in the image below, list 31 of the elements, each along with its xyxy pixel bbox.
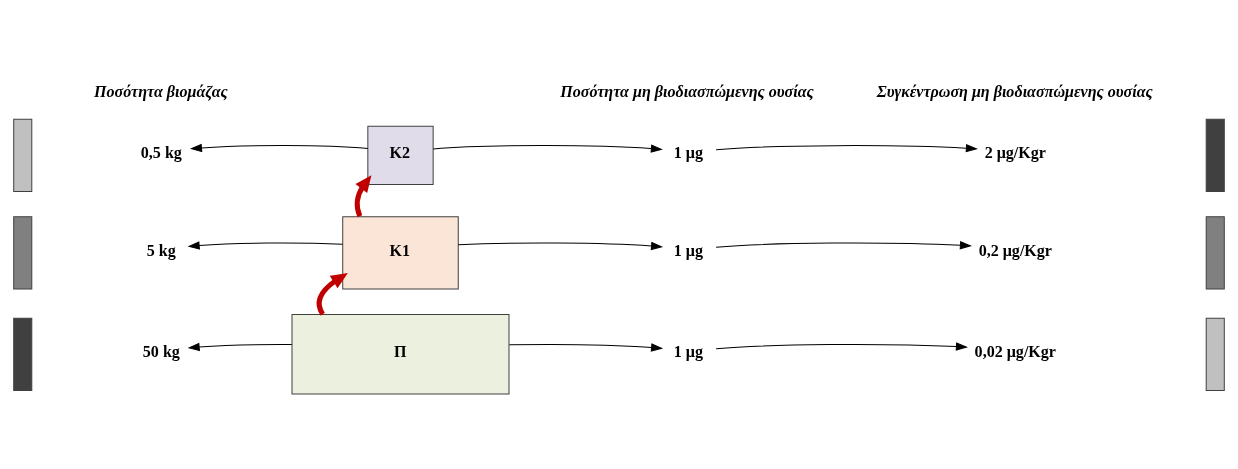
node-bar bbox=[1205, 317, 1225, 391]
node-box: K1 bbox=[342, 215, 459, 289]
arrow bbox=[190, 143, 369, 152]
node-text: 2 μg/Kgr bbox=[984, 143, 1046, 161]
arrow bbox=[715, 342, 967, 351]
node-bar bbox=[13, 317, 33, 391]
node-bar bbox=[13, 118, 33, 192]
arrow bbox=[354, 174, 372, 217]
arrow bbox=[457, 241, 663, 250]
node-text: 1 μg bbox=[673, 143, 703, 161]
node-text: 1 μg bbox=[673, 241, 703, 259]
arrow bbox=[715, 143, 977, 152]
arrow bbox=[432, 144, 662, 153]
node-text: 1 μg bbox=[673, 342, 703, 360]
node-text: 5 kg bbox=[146, 241, 176, 259]
node-text: 0,2 μg/Kgr bbox=[978, 241, 1053, 259]
node-text: 0,5 kg bbox=[140, 143, 182, 161]
label: Ποσότητα μη βιοδιασπώμενης ουσίας bbox=[560, 82, 814, 100]
label: Συγκέντρωση μη βιοδιασπώμενης ουσίας bbox=[876, 82, 1153, 100]
arrow bbox=[715, 240, 971, 249]
node-bar bbox=[1205, 118, 1225, 192]
node-bar bbox=[1205, 215, 1225, 289]
node-bar bbox=[13, 215, 33, 289]
node-text: 0,02 μg/Kgr bbox=[974, 342, 1057, 360]
node-box: Π bbox=[291, 313, 510, 394]
arrow bbox=[508, 343, 663, 351]
node-text: 50 kg bbox=[142, 342, 180, 360]
arrow bbox=[188, 342, 293, 351]
arrow bbox=[188, 241, 344, 250]
label: Ποσότητα βιομάζας bbox=[94, 82, 228, 100]
node-box: K2 bbox=[367, 125, 434, 185]
